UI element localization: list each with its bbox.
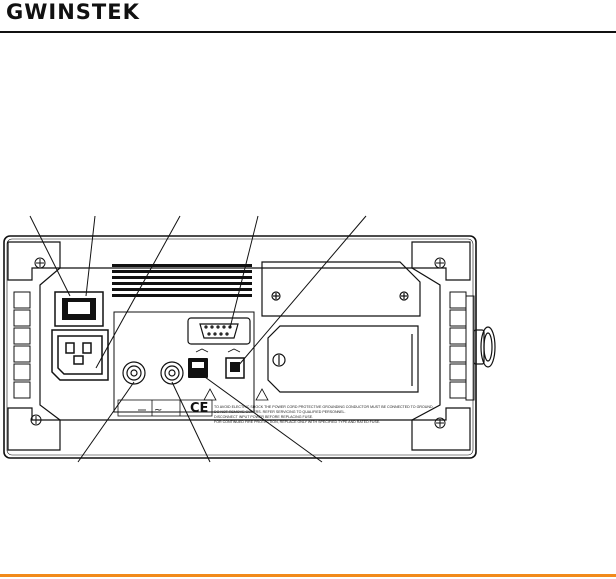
left-side-slots [13,291,31,399]
corner-bracket-bottom-right [411,407,471,451]
ventilation-grille [112,264,252,297]
right-side-slots [449,291,475,401]
corner-bracket-top-right [411,241,471,281]
warning-line-1: TO AVOID ELECTRIC SHOCK THE POWER CORD P… [214,405,434,409]
rating-label [117,399,213,417]
ac-symbol: ~ [154,405,162,416]
callout-lines-top [29,215,367,369]
warning-triangle-left [203,388,217,401]
ce-mark: CE [190,401,208,416]
warning-triangle-right [255,388,269,401]
inner-panel-frame [39,267,441,421]
footer-rule [0,574,616,577]
rs232-port[interactable] [187,317,251,345]
connector-panel [113,311,255,413]
callout-lines-bottom [77,371,323,463]
warning-line-4: FOR CONTINUED FIRE PROTECTION, REPLACE O… [214,420,380,424]
bnc-connector-1[interactable] [122,361,146,385]
warning-line-3: DISCONNECT INPUT POWER BEFORE REPLACING … [214,415,313,419]
header-rule [0,31,616,33]
ac-power-inlet[interactable] [51,329,109,381]
brand-logo: GWINSTEK [6,0,140,24]
side-knob [473,326,496,368]
chassis-outline [3,235,477,459]
upper-cover-plate [261,261,421,317]
power-switch[interactable] [54,291,104,327]
lower-cover-plate [267,325,419,393]
warning-line-2: DO NOT REMOVE COVERS. REFER SERVICING TO… [214,410,346,414]
bnc-connector-2[interactable] [160,361,184,385]
usb-device-port[interactable] [225,348,245,379]
usb-host-port[interactable] [188,348,209,378]
chassis-inner-outline [6,238,474,456]
corner-bracket-top-left [7,241,61,281]
